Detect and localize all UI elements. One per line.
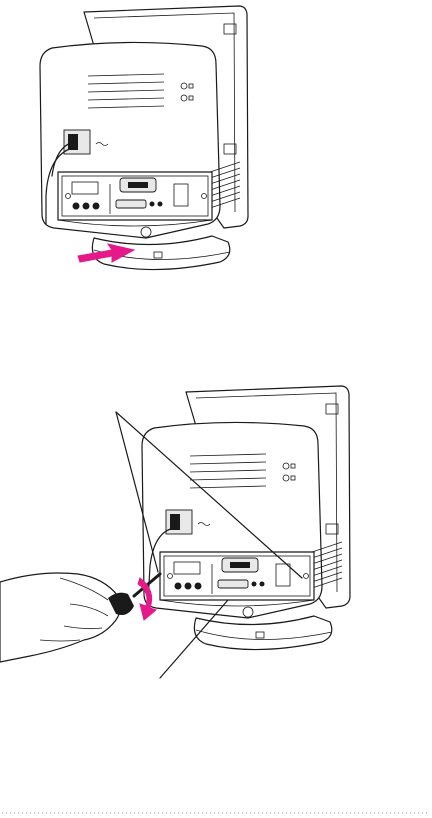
hand-with-screwdriver — [0, 573, 160, 662]
monitor-back-tighten-screws — [142, 386, 350, 650]
monitor-back-insert-drawer — [40, 6, 248, 270]
